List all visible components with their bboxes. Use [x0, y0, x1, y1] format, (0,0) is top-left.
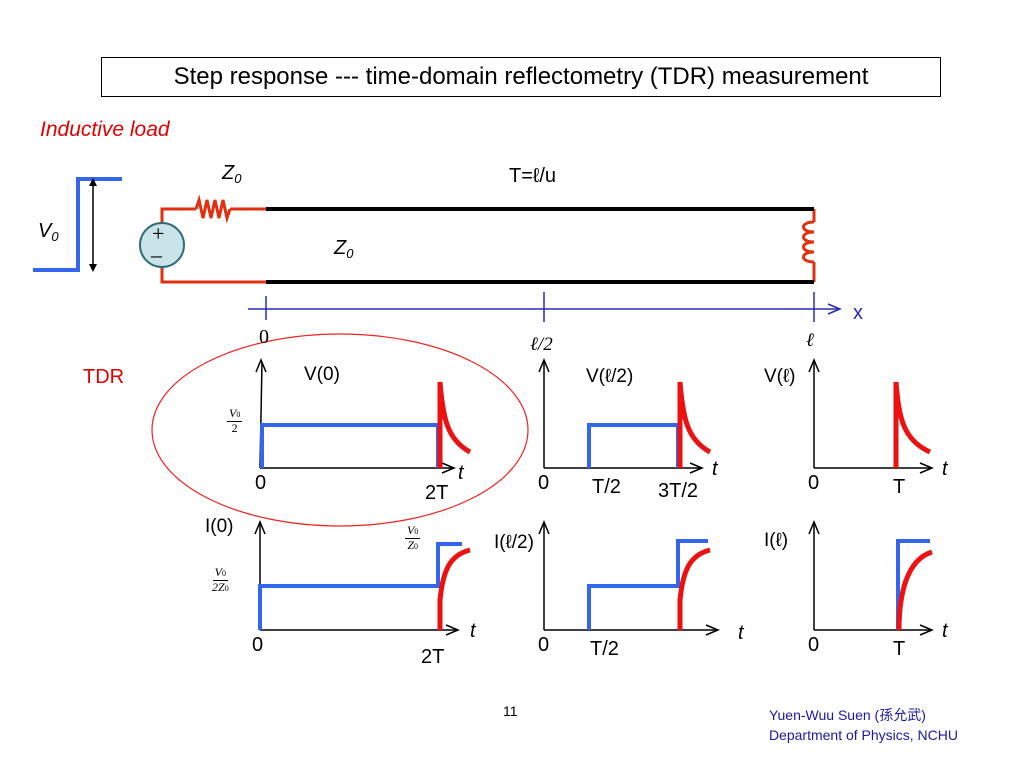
vhalf-origin: 0	[538, 472, 550, 494]
i0-origin: 0	[252, 634, 264, 656]
x-tick-half: ℓ/2	[530, 334, 553, 355]
ihalf-origin: 0	[538, 634, 550, 656]
v0-t-label: t	[458, 462, 464, 484]
vl-tick-t: T	[893, 476, 906, 498]
i0-tick-2t: 2T	[421, 646, 445, 668]
step-amplitude-label: V0	[38, 220, 59, 244]
x-tick-0: 0	[259, 326, 269, 348]
v0-tick-2t: 2T	[425, 482, 449, 504]
footer-author: Yuen-Wuu Suen (孫允武)	[768, 707, 926, 723]
source-minus-sign: –	[151, 242, 162, 267]
load-type-label: Inductive load	[40, 118, 170, 141]
v0-origin: 0	[255, 472, 267, 494]
ihalf-t-label: t	[738, 622, 744, 644]
slide-title: Step response --- time-domain reflectome…	[173, 63, 869, 90]
footer-credits: Yuen-Wuu Suen (孫允武) Department of Physic…	[769, 705, 958, 745]
vhalf-tick-t2: T/2	[592, 476, 621, 498]
step-waveforms	[258, 423, 930, 630]
step-waveform	[33, 177, 122, 272]
footer-department: Department of Physics, NCHU	[768, 727, 958, 743]
tdr-highlight-ellipse	[151, 333, 529, 527]
x-axis-label: x	[853, 302, 863, 324]
ihalf-ylabel: I(ℓ/2)	[494, 532, 534, 553]
tdr-label: TDR	[83, 366, 125, 388]
i0-t-label: t	[470, 620, 476, 642]
vhalf-ylabel: V(ℓ/2)	[586, 366, 634, 387]
il-ylabel: I(ℓ)	[764, 530, 789, 551]
il-origin: 0	[808, 634, 820, 656]
transmission-line	[266, 207, 814, 284]
il-tick-t: T	[893, 638, 906, 660]
ihalf-tick-t2: T/2	[590, 638, 619, 660]
il-t-label: t	[942, 620, 948, 642]
vl-t-label: t	[942, 458, 948, 480]
circuit-wiring	[160, 194, 816, 284]
title-box: Step response --- time-domain reflectome…	[101, 57, 941, 97]
page-number: 11	[503, 703, 518, 719]
response-curves	[437, 381, 933, 631]
vl-ylabel: V(ℓ)	[764, 366, 796, 387]
line-impedance-label: Z0	[334, 237, 354, 261]
voltage-source	[139, 222, 185, 268]
source-plus-sign: +	[152, 221, 165, 246]
x-tick-l: ℓ	[806, 330, 814, 351]
delay-label: T=ℓ/u	[509, 165, 557, 187]
v0-ylabel: V(0)	[304, 364, 340, 385]
x-axis	[248, 292, 842, 322]
vhalf-t-label: t	[712, 458, 718, 480]
vl-origin: 0	[808, 472, 820, 494]
source-resistor-label: Z0	[222, 162, 242, 186]
plot-axes	[254, 358, 934, 636]
vhalf-tick-3t2: 3T/2	[658, 480, 699, 502]
i0-ylabel: I(0)	[205, 516, 234, 537]
